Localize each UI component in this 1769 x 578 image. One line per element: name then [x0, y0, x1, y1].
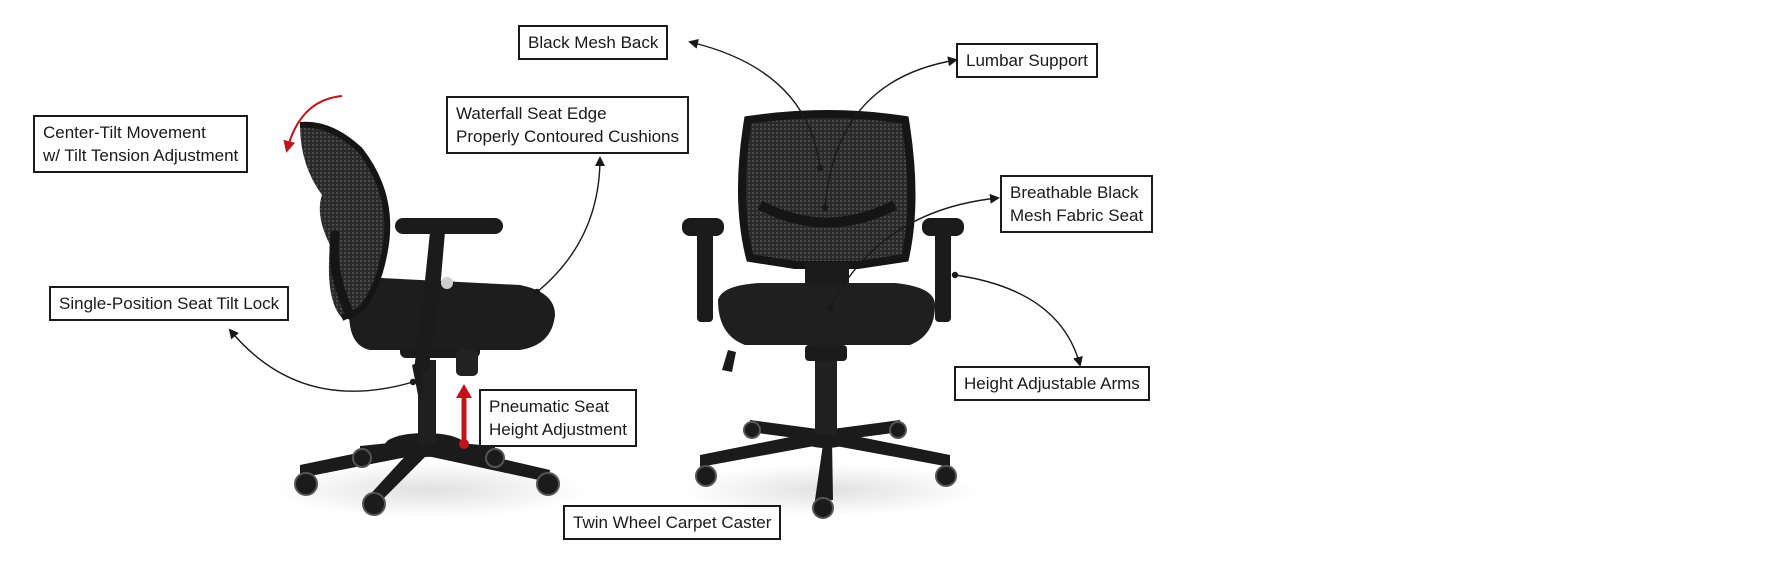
- callout-line: Properly Contoured Cushions: [456, 127, 680, 146]
- callout-pneumatic-height: Pneumatic Seat Height Adjustment: [479, 389, 637, 447]
- callout-line: Single-Position Seat Tilt Lock: [59, 294, 280, 313]
- callout-line: Breathable Black: [1010, 183, 1139, 202]
- callout-line: Waterfall Seat Edge: [456, 104, 607, 123]
- callout-waterfall-seat-edge: Waterfall Seat Edge Properly Contoured C…: [446, 96, 690, 154]
- callout-line: Center-Tilt Movement: [43, 123, 206, 142]
- callout-twin-wheel-caster: Twin Wheel Carpet Caster: [563, 505, 782, 540]
- callout-line: Lumbar Support: [966, 51, 1088, 70]
- callout-line: Mesh Fabric Seat: [1010, 206, 1144, 225]
- side-view-chair: [270, 121, 590, 518]
- front-view-chair: [680, 110, 980, 519]
- callout-breathable-mesh-seat: Breathable Black Mesh Fabric Seat: [1000, 175, 1154, 233]
- callout-line: Black Mesh Back: [528, 33, 659, 52]
- height-adjust-arrow: [456, 384, 472, 449]
- callout-black-mesh-back: Black Mesh Back: [518, 25, 669, 60]
- callout-lumbar-support: Lumbar Support: [956, 43, 1098, 78]
- callout-line: Height Adjustable Arms: [964, 374, 1140, 393]
- callout-line: Pneumatic Seat: [489, 397, 610, 416]
- leader-lines: [228, 38, 1083, 392]
- tilt-direction-arrow: [283, 95, 343, 153]
- callout-line: w/ Tilt Tension Adjustment: [43, 146, 239, 165]
- callout-center-tilt-movement: Center-Tilt Movement w/ Tilt Tension Adj…: [33, 115, 249, 173]
- callout-line: Height Adjustment: [489, 420, 627, 439]
- callout-line: Twin Wheel Carpet Caster: [573, 513, 772, 532]
- callout-height-adjustable-arms: Height Adjustable Arms: [954, 366, 1150, 401]
- callout-seat-tilt-lock: Single-Position Seat Tilt Lock: [49, 286, 290, 321]
